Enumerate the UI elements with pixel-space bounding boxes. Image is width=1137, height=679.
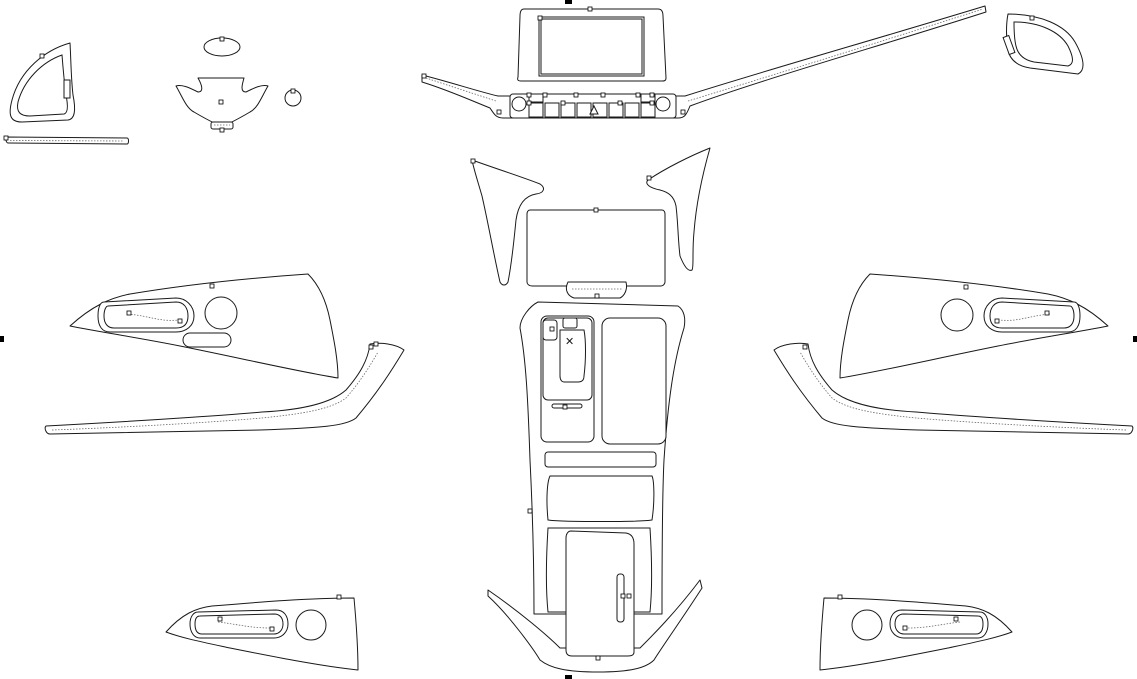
console-storage-lid[interactable] xyxy=(487,530,703,673)
hazard-triangle-icon xyxy=(589,104,599,115)
right-sill-strip[interactable] xyxy=(773,342,1134,435)
control-button[interactable] xyxy=(640,102,656,118)
handle[interactable] xyxy=(837,594,843,600)
handle[interactable] xyxy=(593,207,599,213)
start-button-ring[interactable] xyxy=(284,88,302,107)
left-rear-door-panel[interactable] xyxy=(165,594,359,671)
left-rear-speaker xyxy=(295,609,327,641)
left-dash-strip[interactable] xyxy=(3,135,129,145)
right-front-door-panel[interactable] xyxy=(839,273,1109,379)
handle[interactable] xyxy=(177,318,183,324)
control-buttons xyxy=(528,93,656,118)
control-button[interactable] xyxy=(560,102,576,118)
handle[interactable] xyxy=(219,127,225,133)
infotainment-screen-bezel[interactable] xyxy=(517,6,667,82)
console-right-wing[interactable] xyxy=(646,147,711,271)
handle[interactable] xyxy=(526,92,532,98)
left-speaker-slot xyxy=(63,79,71,99)
handle[interactable] xyxy=(680,109,686,115)
handle[interactable] xyxy=(290,88,296,94)
control-button[interactable] xyxy=(576,102,592,118)
handle[interactable] xyxy=(209,283,215,289)
handle[interactable] xyxy=(560,100,566,106)
handle[interactable] xyxy=(527,508,533,514)
handle[interactable] xyxy=(496,109,502,115)
cup-holder-panel xyxy=(601,317,667,445)
handle[interactable] xyxy=(620,593,626,599)
handle[interactable] xyxy=(649,100,655,106)
left-speaker-trim[interactable] xyxy=(9,42,76,123)
control-button[interactable] xyxy=(528,102,544,118)
right-knob[interactable] xyxy=(655,96,671,112)
handle[interactable] xyxy=(1029,15,1035,21)
handle[interactable] xyxy=(573,92,579,98)
handle[interactable] xyxy=(963,284,969,290)
control-button-top[interactable] xyxy=(528,93,544,103)
handle[interactable] xyxy=(802,344,808,350)
anchor-left[interactable] xyxy=(0,336,4,342)
shifter-gate xyxy=(559,329,586,383)
handle[interactable] xyxy=(542,92,548,98)
left-front-speaker xyxy=(204,296,238,330)
handle[interactable] xyxy=(336,594,342,600)
handle[interactable] xyxy=(1044,310,1050,316)
handle[interactable] xyxy=(595,655,601,661)
handle[interactable] xyxy=(373,341,379,347)
handle[interactable] xyxy=(549,326,555,332)
left-sill-strip[interactable] xyxy=(44,341,405,435)
handle[interactable] xyxy=(126,310,132,316)
console-divider xyxy=(544,451,657,468)
close-icon: ✕ xyxy=(565,335,574,348)
shifter-button-right[interactable] xyxy=(562,317,578,329)
handle[interactable] xyxy=(646,175,652,181)
screen-inner xyxy=(540,18,643,75)
handle[interactable] xyxy=(218,99,224,105)
handle[interactable] xyxy=(953,616,959,622)
handle[interactable] xyxy=(421,73,427,79)
handle[interactable] xyxy=(562,404,568,410)
control-button[interactable] xyxy=(608,102,624,118)
handle[interactable] xyxy=(368,344,374,350)
handle[interactable] xyxy=(269,626,275,632)
console-upper-panel[interactable] xyxy=(526,207,666,299)
handle[interactable] xyxy=(902,625,908,631)
handle[interactable] xyxy=(470,158,476,164)
handle[interactable] xyxy=(626,593,632,599)
control-button[interactable] xyxy=(624,102,640,118)
handle[interactable] xyxy=(537,15,543,21)
anchor-right[interactable] xyxy=(1133,336,1137,342)
handle[interactable] xyxy=(587,6,593,12)
left-knob[interactable] xyxy=(511,96,527,112)
steering-lower-cover[interactable] xyxy=(175,77,269,133)
anchor-top[interactable] xyxy=(565,0,572,4)
handle[interactable] xyxy=(649,92,655,98)
handle[interactable] xyxy=(617,100,623,106)
armrest-lid-upper xyxy=(546,475,655,522)
left-front-door-panel[interactable] xyxy=(69,273,339,379)
control-button[interactable] xyxy=(544,102,560,118)
handle[interactable] xyxy=(600,92,606,98)
handle[interactable] xyxy=(219,36,225,42)
right-front-speaker xyxy=(940,298,974,332)
right-speaker-slot xyxy=(1002,34,1016,56)
handle[interactable] xyxy=(994,318,1000,324)
console-left-wing[interactable] xyxy=(470,158,544,286)
dashboard-center-strip[interactable] xyxy=(421,5,987,119)
anchor-bottom[interactable] xyxy=(565,675,572,679)
right-rear-door-panel[interactable] xyxy=(819,594,1013,671)
right-speaker-trim[interactable] xyxy=(1002,13,1084,75)
left-front-pull xyxy=(182,332,232,348)
control-button-top[interactable] xyxy=(640,93,656,103)
handle[interactable] xyxy=(217,616,223,622)
handle[interactable] xyxy=(594,293,600,299)
handle[interactable] xyxy=(3,135,9,141)
steering-emblem-oval[interactable] xyxy=(203,36,241,57)
handle[interactable] xyxy=(39,53,45,59)
handle[interactable] xyxy=(635,92,641,98)
handle[interactable] xyxy=(526,100,532,106)
right-rear-speaker xyxy=(851,609,883,641)
